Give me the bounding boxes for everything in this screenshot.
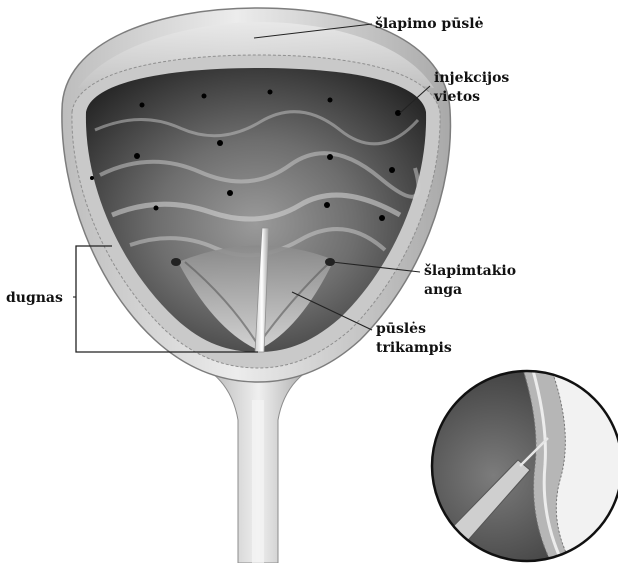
label-trigone-line2: trikampis (376, 340, 452, 356)
label-ureter-orifice-line1: šlapimtakio (424, 263, 516, 279)
injection-dot (328, 98, 333, 103)
injection-dot (389, 167, 395, 173)
label-ureter-orifice-line2: anga (424, 282, 462, 298)
injection-dot (134, 153, 140, 159)
urethra (205, 368, 312, 563)
label-injection-sites-line2: vietos (433, 89, 480, 105)
injection-dot (154, 206, 159, 211)
injection-dot (90, 176, 94, 180)
injection-dot (268, 90, 273, 95)
injection-dot (379, 215, 385, 221)
label-bladder: šlapimo pūslė (375, 16, 484, 32)
injection-dot (140, 103, 145, 108)
inset-magnified-view (420, 360, 618, 563)
label-injection-sites-line1: injekcijos (434, 70, 509, 86)
injection-dot (327, 154, 333, 160)
injection-dot (217, 140, 223, 146)
label-fundus: dugnas (6, 290, 63, 306)
label-trigone-line1: pūslės (376, 321, 426, 337)
injection-dot (202, 94, 207, 99)
ureter-orifice-left (171, 258, 181, 266)
injection-dot (324, 202, 330, 208)
injection-dot (227, 190, 233, 196)
